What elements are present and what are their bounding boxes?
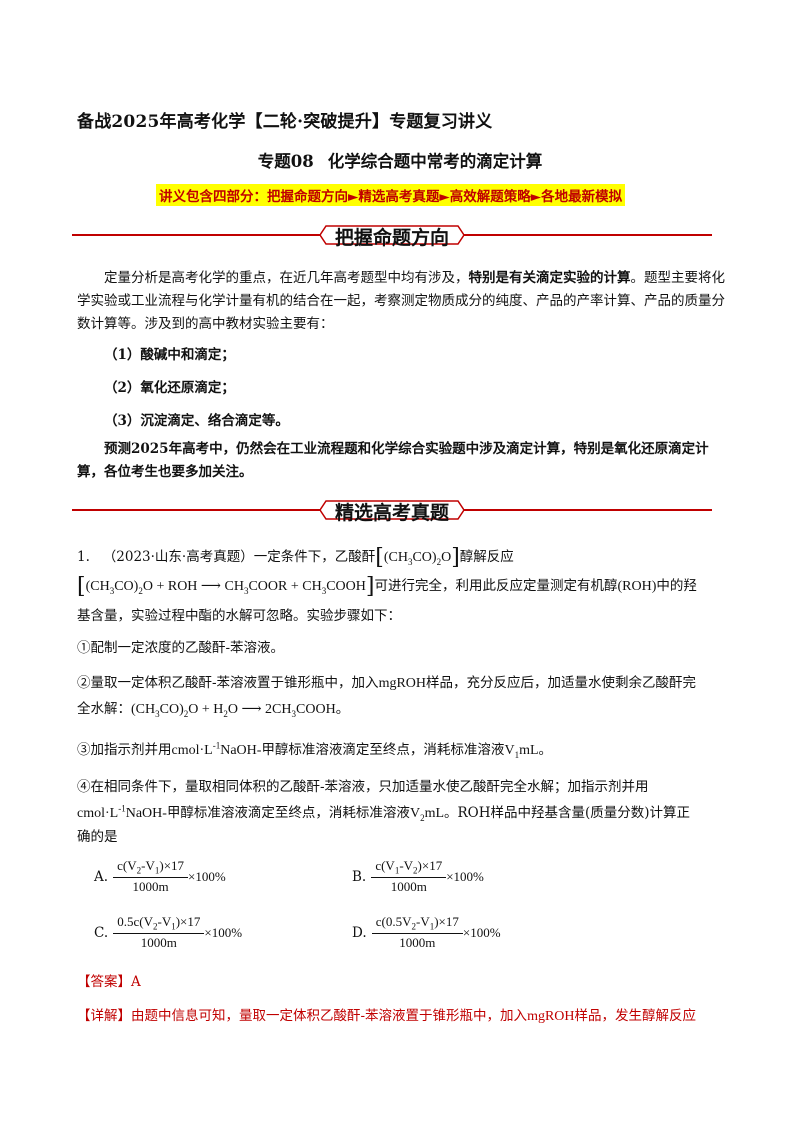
- list-item: （1）酸碱中和滴定；: [104, 347, 235, 363]
- step-2: ②量取一定体积乙酸酐-苯溶液置于锥形瓶中，加入mgROH样品，充分反应后，加适量…: [77, 671, 696, 692]
- step-text: 全水解：: [77, 701, 131, 717]
- sample-mass: mgROH: [378, 676, 427, 691]
- prediction-paragraph: 预测2025年高考中，仍然会在工业流程题和化学综合实验题中涉及滴定计算，特别是氧…: [77, 441, 709, 480]
- volume-v1: V1mL: [504, 743, 539, 760]
- step-text: ②量取一定体积乙酸酐-苯溶液置于锥形瓶中，加入: [77, 675, 379, 691]
- list-item: （2）氧化还原滴定；: [104, 380, 235, 396]
- question-line-1: 1. （2023·山东·高考真题）一定条件下，乙酸酐[(CH3CO)2O]醇解反…: [77, 545, 514, 570]
- step-text: 样品，充分反应后，加适量水使剩余乙酸酐完: [426, 675, 697, 691]
- question-text: 醇解反应: [459, 549, 514, 565]
- reaction-equation: (CH3CO)2O + ROH ⟶ CH3COOR + CH3COOH: [85, 579, 366, 596]
- section-tab-shape: [320, 500, 464, 520]
- divider-line: [464, 234, 712, 236]
- section-tab: 精选高考真题: [320, 495, 464, 525]
- question-text: 中的羟: [656, 578, 697, 594]
- step-1: ①配制一定浓度的乙酸酐-苯溶液。: [77, 640, 285, 656]
- divider-line: [464, 509, 712, 511]
- step-text: 甲醇标准溶液滴定至终点，消耗标准溶液: [166, 805, 410, 821]
- topic-title: 专题08 化学综合题中常考的滴定计算: [0, 148, 800, 172]
- option-label: B.: [352, 868, 367, 885]
- contents-banner: 讲义包含四部分：把握命题方向►精选高考真题►高效解题策略►各地最新模拟: [156, 184, 626, 206]
- section-tab: 把握命题方向: [320, 220, 464, 250]
- question-text: 一定条件下，乙酸酐: [253, 549, 376, 565]
- option-label: C.: [94, 924, 109, 941]
- anhydride-formula: (CH3CO)2O: [383, 550, 452, 567]
- topic-number: 专题08: [257, 152, 314, 171]
- step-3: ③加指示剂并用cmol·L-1NaOH-甲醇标准溶液滴定至终点，消耗标准溶液V1…: [77, 740, 553, 760]
- question-line-2: [(CH3CO)2O + ROH ⟶ CH3COOR + CH3COOH]可进行…: [77, 574, 697, 599]
- section-header-direction: 把握命题方向: [72, 220, 712, 250]
- question-line-3: 基含量，实验过程中酯的水解可忽略。实验步骤如下：: [77, 608, 401, 624]
- step-text: 。ROH样品中羟基含量(质量分数)计算正: [444, 805, 691, 821]
- detail-label: 【详解】: [77, 1008, 131, 1024]
- step-text: ③加指示剂并用: [77, 742, 172, 758]
- hydrolysis-equation: (CH3CO)2O + H2O ⟶ 2CH3COOH: [131, 702, 336, 719]
- step-4: ④在相同条件下，量取相同体积的乙酸酐-苯溶液，只加适量水使乙酸酐完全水解；加指示…: [77, 779, 649, 795]
- roh-formula: (ROH): [617, 579, 657, 594]
- question-text: 可进行完全，利用此反应定量测定有机醇: [374, 578, 618, 594]
- detail-line: 【详解】由题中信息可知，量取一定体积乙酸酐-苯溶液置于锥形瓶中，加入mgROH样…: [77, 1004, 696, 1025]
- section-heading: 精选高考真题: [334, 502, 449, 524]
- question-source: （2023·山东·高考真题）: [102, 549, 254, 565]
- option-label: A.: [94, 868, 109, 885]
- answer-label: 【答案】: [77, 974, 131, 990]
- step-2-cont: 全水解：(CH3CO)2O + H2O ⟶ 2CH3COOH。: [77, 701, 350, 719]
- step-4-end: 确的是: [77, 829, 118, 845]
- titrant-concentration: cmol·L-1NaOH-: [77, 803, 167, 821]
- answer-value: A: [131, 974, 141, 990]
- list-item: （3）沉淀滴定、络合滴定等。: [104, 413, 289, 429]
- intro-text-cont: 。题型主要将化学实验或工业流程与化学计量有机的结合在一起，考察测定物质成分的纯度…: [77, 270, 725, 332]
- divider-line: [72, 234, 320, 236]
- section-tab-shape: [320, 225, 464, 245]
- answer-line: 【答案】A: [77, 970, 141, 990]
- divider-line: [72, 509, 320, 511]
- topic-name: 化学综合题中常考的滴定计算: [327, 152, 543, 171]
- intro-paragraph: 定量分析是高考化学的重点，在近几年高考题型中均有涉及，特别是有关滴定实验的计算。…: [77, 267, 727, 336]
- step-4-cont: cmol·L-1NaOH-甲醇标准溶液滴定至终点，消耗标准溶液V2mL。ROH样…: [77, 801, 691, 823]
- detail-text: 样品，发生醇解反应: [574, 1008, 697, 1024]
- section-header-exam: 精选高考真题: [72, 495, 712, 525]
- option-label: D.: [352, 924, 367, 941]
- intro-text: 定量分析是高考化学的重点，在近几年高考题型中均有涉及，: [104, 270, 469, 286]
- titrant-concentration: cmol·L-1NaOH-: [171, 740, 262, 758]
- intro-emphasis: 特别是有关滴定实验的计算: [468, 270, 631, 286]
- detail-text: 由题中信息可知，量取一定体积乙酸酐-苯溶液置于锥形瓶中，加入: [131, 1008, 528, 1024]
- sample-mass: mgROH: [527, 1009, 575, 1024]
- section-heading: 把握命题方向: [334, 227, 449, 249]
- step-text: 甲醇标准溶液滴定至终点，消耗标准溶液: [261, 742, 505, 758]
- document-title: 备战2025年高考化学【二轮·突破提升】专题复习讲义: [77, 112, 493, 132]
- volume-v2: V2mL: [409, 806, 445, 823]
- question-number: 1.: [77, 549, 90, 565]
